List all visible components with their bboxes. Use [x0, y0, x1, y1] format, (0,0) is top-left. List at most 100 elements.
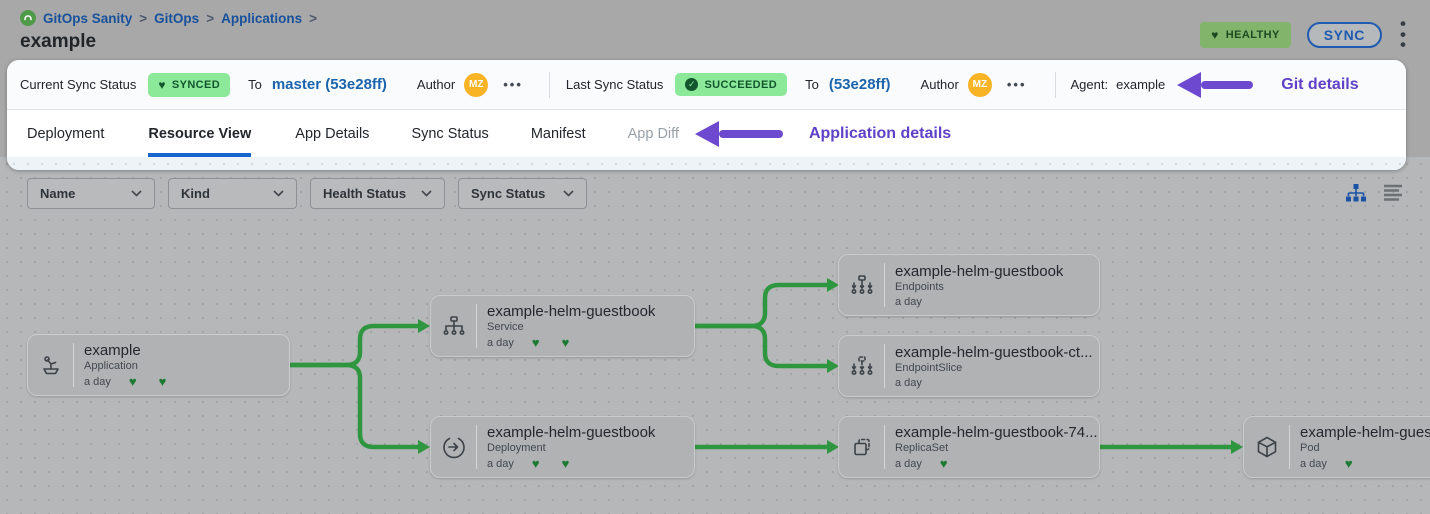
git-details-arrow [1177, 71, 1254, 98]
more-options-icon[interactable]: ••• [503, 77, 523, 92]
node-endpoints[interactable]: example-helm-guestbook Endpoints a day [838, 254, 1100, 316]
heart-icon: ♥ [939, 456, 948, 471]
arrow-shaft [1201, 80, 1254, 89]
tab-app-diff[interactable]: App Diff [627, 125, 679, 142]
breadcrumb-gitops[interactable]: GitOps [154, 10, 200, 26]
filter-name[interactable]: Name [27, 178, 155, 209]
divider [884, 344, 885, 388]
check-circle-icon: ✓ [685, 78, 699, 91]
tree-view-toggle-icon[interactable] [1345, 183, 1367, 203]
kebab-menu-icon[interactable]: ••• [1400, 14, 1406, 55]
application-details-arrow [694, 110, 783, 157]
node-age: a day [895, 295, 922, 308]
arrow-shaft [718, 129, 783, 138]
heart-icon: ♥ [531, 456, 540, 471]
tab-sync-status[interactable]: Sync Status [411, 125, 489, 142]
node-age: a day [1300, 457, 1327, 470]
filter-label: Health Status [323, 186, 407, 201]
chevron-down-icon [563, 190, 574, 197]
last-revision-link[interactable]: (53e28ff) [828, 76, 891, 93]
health-status-badge: ♥ HEALTHY [1200, 21, 1291, 48]
health-hearts: ♥ [1345, 457, 1353, 470]
list-view-toggle-icon[interactable] [1383, 184, 1403, 202]
replicaset-icon [839, 434, 884, 460]
divider [73, 343, 74, 387]
application-details-annotation: Application details [808, 124, 952, 142]
tab-deployment[interactable]: Deployment [27, 125, 105, 142]
heart-icon: ♥ [561, 456, 570, 471]
current-sync-status-label: Current Sync Status [20, 77, 137, 92]
filter-sync-status[interactable]: Sync Status [458, 178, 587, 209]
node-kind: Deployment [487, 442, 546, 454]
author-label: Author [416, 77, 456, 92]
node-age: a day [487, 457, 514, 470]
sync-status-bar: Current Sync Status ♥ SYNCED To master (… [7, 60, 1406, 110]
health-hearts: ♥♥ [532, 457, 569, 470]
filter-label: Sync Status [471, 186, 546, 201]
heart-icon: ♥ [128, 374, 137, 389]
node-service[interactable]: example-helm-guestbook Service a day♥♥ [430, 295, 695, 357]
agent-label: Agent: [1070, 77, 1109, 92]
deployment-icon [431, 434, 476, 460]
sync-button[interactable]: SYNC [1306, 21, 1382, 48]
to-label: To [805, 77, 819, 92]
pod-icon [1244, 434, 1289, 460]
node-age: a day [487, 336, 514, 349]
node-name: example-helm-guest [1300, 424, 1430, 441]
health-hearts: ♥♥ [532, 336, 569, 349]
node-deployment[interactable]: example-helm-guestbook Deployment a day♥… [430, 416, 695, 478]
page-title: example [20, 31, 97, 52]
to-label: To [248, 77, 262, 92]
divider [1054, 71, 1056, 98]
service-icon [431, 313, 476, 339]
health-badge-label: HEALTHY [1225, 28, 1280, 41]
canvas-preview-strip [7, 157, 1406, 170]
node-pod[interactable]: example-helm-guest Pod a day ♥ [1243, 416, 1430, 478]
author-avatar[interactable]: MZ [967, 72, 992, 97]
filter-label: Kind [181, 186, 210, 201]
breadcrumb-gitops-sanity[interactable]: GitOps Sanity [43, 10, 133, 26]
filter-health-status[interactable]: Health Status [310, 178, 445, 209]
filter-kind[interactable]: Kind [168, 178, 297, 209]
synced-badge-label: SYNCED [171, 78, 221, 91]
node-name: example-helm-guestbook [487, 303, 656, 320]
breadcrumb-separator: > [309, 10, 317, 26]
heart-icon: ♥ [1211, 27, 1219, 42]
health-hearts: ♥♥ [129, 375, 166, 388]
app-tabs: Deployment Resource View App Details Syn… [7, 110, 1406, 157]
node-kind: Pod [1300, 442, 1320, 454]
more-options-icon[interactable]: ••• [1006, 77, 1027, 92]
chevron-down-icon [131, 190, 142, 197]
tab-resource-view[interactable]: Resource View [148, 110, 252, 157]
heart-icon: ♥ [158, 77, 166, 92]
node-replicaset[interactable]: example-helm-guestbook-74... ReplicaSet … [838, 416, 1100, 478]
node-age: a day [895, 457, 922, 470]
node-age: a day [895, 376, 922, 389]
divider [548, 71, 550, 98]
tab-app-details[interactable]: App Details [295, 125, 370, 142]
node-kind: Endpoints [895, 280, 944, 293]
top-header: GitOps Sanity > GitOps > Applications > … [0, 0, 1430, 60]
node-kind: Service [487, 321, 524, 333]
author-avatar[interactable]: MZ [464, 72, 489, 97]
endpoints-icon [839, 272, 884, 298]
heart-icon: ♥ [531, 335, 540, 350]
node-name: example [84, 342, 141, 359]
node-application-example[interactable]: example Application a day♥♥ [27, 334, 290, 396]
succeeded-badge: ✓ SUCCEEDED [675, 73, 788, 96]
current-revision-link[interactable]: master (53e28ff) [271, 76, 387, 93]
endpointslice-icon [839, 353, 884, 379]
heart-icon: ♥ [561, 335, 570, 350]
divider [476, 425, 477, 469]
node-age: a day [84, 375, 111, 388]
breadcrumb-applications[interactable]: Applications [221, 10, 303, 26]
divider [884, 425, 885, 469]
heart-icon: ♥ [1344, 456, 1353, 471]
arrow-head [694, 120, 719, 147]
tab-manifest[interactable]: Manifest [530, 125, 586, 142]
resource-graph-canvas [0, 157, 1430, 514]
last-sync-status-label: Last Sync Status [565, 77, 664, 92]
author-label: Author [920, 77, 959, 92]
node-endpointslice[interactable]: example-helm-guestbook-ct... EndpointSli… [838, 335, 1100, 397]
gitops-logo-icon [20, 10, 36, 26]
